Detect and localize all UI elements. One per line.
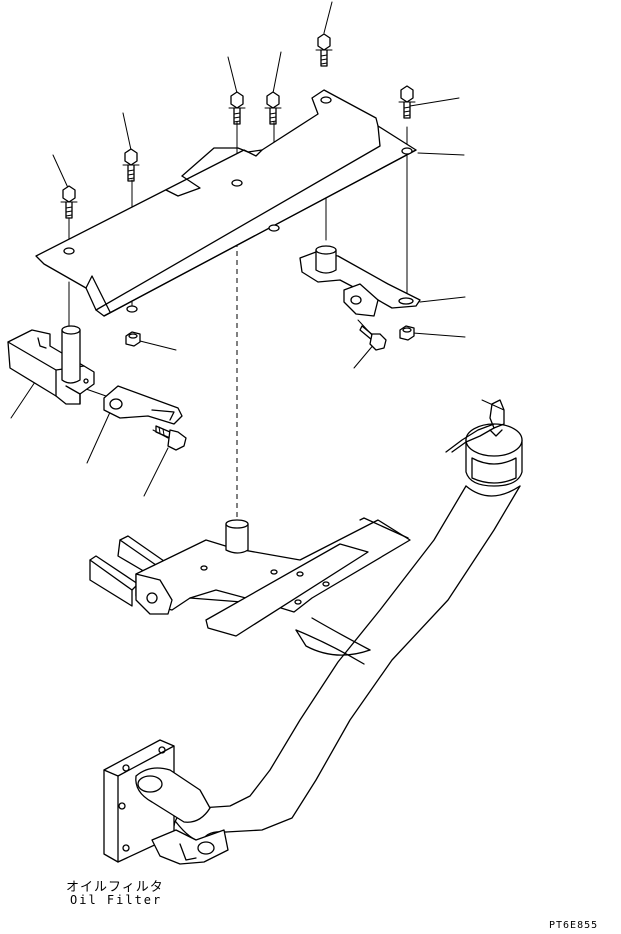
- right-bracket: [299, 245, 421, 317]
- bolt-1: [315, 33, 333, 67]
- bolt-5: [60, 185, 78, 219]
- left-block: [7, 325, 95, 405]
- upper-bracket-plate: [35, 89, 417, 317]
- bolts: [60, 33, 416, 451]
- flange-block: [103, 739, 229, 865]
- bolt-6: [398, 85, 416, 119]
- bolt-3: [264, 91, 282, 125]
- leader-lines: [10, 1, 466, 497]
- caption-english: Oil Filter: [70, 893, 163, 907]
- bolt-2: [228, 91, 246, 125]
- drawing-code: PT6E855: [549, 920, 599, 931]
- bolt-horizontal-right: [359, 325, 387, 351]
- lower-mount: [89, 517, 411, 637]
- link-plate: [103, 385, 183, 425]
- bolt-4: [122, 148, 140, 182]
- caption-japanese: オイルフィルタ: [66, 880, 164, 895]
- bolt-horizontal-left: [155, 425, 187, 451]
- nuts: [125, 325, 415, 347]
- oil-filter-head: [445, 399, 523, 487]
